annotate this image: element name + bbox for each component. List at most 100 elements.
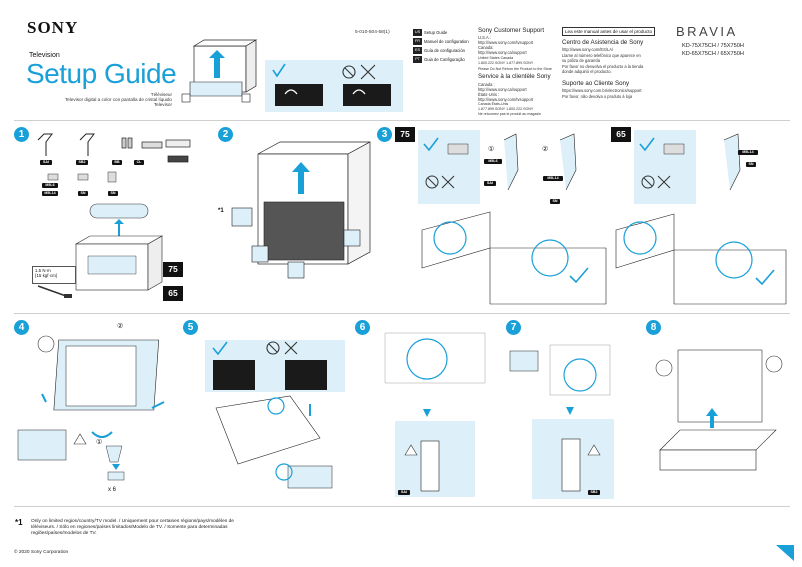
support-fr-link[interactable]: http://www.sony.com/tvsupport (478, 97, 534, 102)
step3-65-tag-m5l14: M5L14 (738, 150, 758, 155)
support-phone-numbers: 1.800.222.SONY 1.877.899.SONY (478, 61, 534, 65)
torque-note: 1.5 N·m {15 kgf·cm} (32, 266, 76, 284)
step7-tag-sb2: SB2 (588, 490, 600, 495)
step4-tv-illustration (17, 335, 165, 481)
support-es-line: Llame al número telefónico que aparece e… (562, 53, 641, 58)
step-8-number: 8 (646, 320, 661, 335)
subtitle-fr: Téléviseur (150, 92, 172, 97)
footnote-line-2: téléviseurs. / Sólo en regiones/países l… (31, 525, 228, 530)
step-5-number: 5 (183, 320, 198, 335)
series-logo: BRAVIA (676, 24, 738, 39)
part-tag-m5l14: M5L14 (42, 191, 58, 196)
divider-top (14, 120, 790, 121)
part-tag-cl: CL (134, 160, 144, 165)
brand-logo: SONY (27, 18, 79, 37)
es-read-box: Lea este manual antes de usar el product… (562, 27, 656, 36)
step3-tag-m5l6: M5L6 (484, 159, 502, 164)
size-label-65: 65 (163, 286, 183, 301)
handling-illustrations (272, 63, 391, 106)
support-es-title: Centro de Asistencia de Sony (562, 39, 644, 46)
step3-75-stand-illustration (503, 133, 577, 191)
model-75: KD-75X75CH / 75X750H (682, 43, 744, 49)
step3-tag-sn: SN (550, 199, 560, 204)
step-1-number: 1 (14, 127, 29, 142)
step8-tv-illustration (655, 349, 783, 471)
step3-65-tv-illustration (615, 213, 787, 305)
part-tag-sn: SN (78, 191, 88, 196)
step5-lift-illustration (215, 395, 333, 489)
part-tag-m5l6: M5L6 (42, 183, 58, 188)
step3-75-correct-wrong (423, 137, 469, 189)
footnote-line-3: regiões/países/modelos de TV. (31, 531, 97, 536)
divider-middle (14, 313, 790, 314)
part-number: 5-010-504-58(1) (355, 30, 390, 35)
step-2-number: 2 (218, 127, 233, 142)
support-us-link[interactable]: http://www.sony.com/tvsupport (478, 40, 534, 45)
support-pt-title: Suporte ao Cliente Sony (562, 80, 630, 87)
support-pt-link[interactable]: https://www.sony.com.br/electronics/supp… (562, 88, 642, 93)
support-fr-link[interactable]: http://www.sony.ca/support (478, 87, 527, 92)
step3-label-2: ② (542, 146, 549, 153)
support-ca-link[interactable]: http://www.sony.ca/support (478, 50, 527, 55)
step3-label-1: ① (488, 146, 495, 153)
divider-bottom (14, 506, 790, 507)
step5-correct-wrong (212, 341, 327, 390)
size-label-75: 75 (163, 262, 183, 277)
step3-panel-65-ok (634, 130, 696, 204)
subtitle-pt: Televisor (153, 102, 172, 107)
screwdriver-icon (37, 285, 72, 298)
part-tag-sai: SAI (40, 160, 52, 165)
support-fr-return-note: Ne retournez pas le produit au magasin (478, 112, 541, 116)
support-phone-labels: United States Canada (478, 56, 514, 60)
support-fr-phone-labels: Canada États-Unis (478, 102, 509, 106)
step4-count: x 6 (108, 487, 117, 493)
copyright: © 2020 Sony Corporation (14, 550, 69, 555)
step6-tag-sai: SAI (398, 490, 410, 495)
support-us-title: Sony Customer Support (478, 27, 545, 34)
part-tag-sb2: SB2 (76, 160, 88, 165)
footnote-line-1: Only on limited region/country/TV model.… (31, 519, 234, 524)
subtitle-es: Televisor digital a color con pantalla d… (65, 97, 172, 102)
step3-65-correct-wrong (639, 137, 685, 189)
step3-65-stand-illustration (723, 133, 741, 191)
step4-label-2: ② (117, 323, 124, 330)
support-ca-line: Canada: (478, 45, 494, 50)
step6-illustration (384, 332, 486, 497)
step7-illustration (509, 344, 614, 499)
step3-size-65: 65 (611, 127, 631, 142)
step-3-number: 3 (377, 127, 392, 142)
step1-parts-illustration (37, 133, 191, 183)
step3-size-75: 75 (395, 127, 415, 142)
step3-65-tag-sn: SN (746, 162, 756, 167)
step3-panel-75-ok (418, 130, 480, 204)
step3-75-tv-illustration (421, 211, 607, 305)
support-fr-title: Service à la clientèle Sony (478, 73, 551, 80)
page-title: Setup Guide (26, 58, 177, 89)
recycle-arrow-icon (776, 545, 794, 561)
support-es-line: Por favor no devuelva el producto a la t… (562, 64, 644, 69)
step4-label-1: ① (96, 439, 103, 446)
step1-soundbar-box-illustration (74, 203, 164, 291)
support-es-line: su póliza de garantía (562, 58, 601, 63)
part-tag-bb: BB (112, 160, 122, 165)
support-es-link[interactable]: http://www.sony.com/ES/LA/ (562, 47, 614, 52)
step-7-number: 7 (506, 320, 521, 335)
model-65: KD-65X75CH / 65X750H (682, 51, 744, 57)
unpack-illustration (181, 39, 258, 103)
step-6-number: 6 (355, 320, 370, 335)
step3-tag-m5l14: M5L14 (543, 176, 563, 181)
support-fr-line: Canada : (478, 82, 495, 87)
support-es-line: donde adquirió el producto. (562, 69, 612, 74)
support-fr-line: États-Unis : (478, 92, 500, 97)
part-tag-sn-2: SN (108, 191, 118, 196)
support-return-note: Please Do Not Return the Product to the … (478, 67, 552, 71)
support-us-line: U.S.A.: (478, 35, 491, 40)
step-4-number: 4 (14, 320, 29, 335)
support-pt-line: Por favor, não devolva o produto à loja (562, 94, 633, 99)
footnote-mark: *1 (15, 518, 23, 527)
step2-note-mark: *1 (218, 208, 224, 214)
product-type: Television (29, 52, 60, 59)
support-fr-phone-numbers: 1.877.899.SONY 1.800.222.SONY (478, 107, 534, 111)
step2-remove-box-illustration (231, 141, 371, 279)
step3-tag-sai: SAI (484, 181, 496, 186)
